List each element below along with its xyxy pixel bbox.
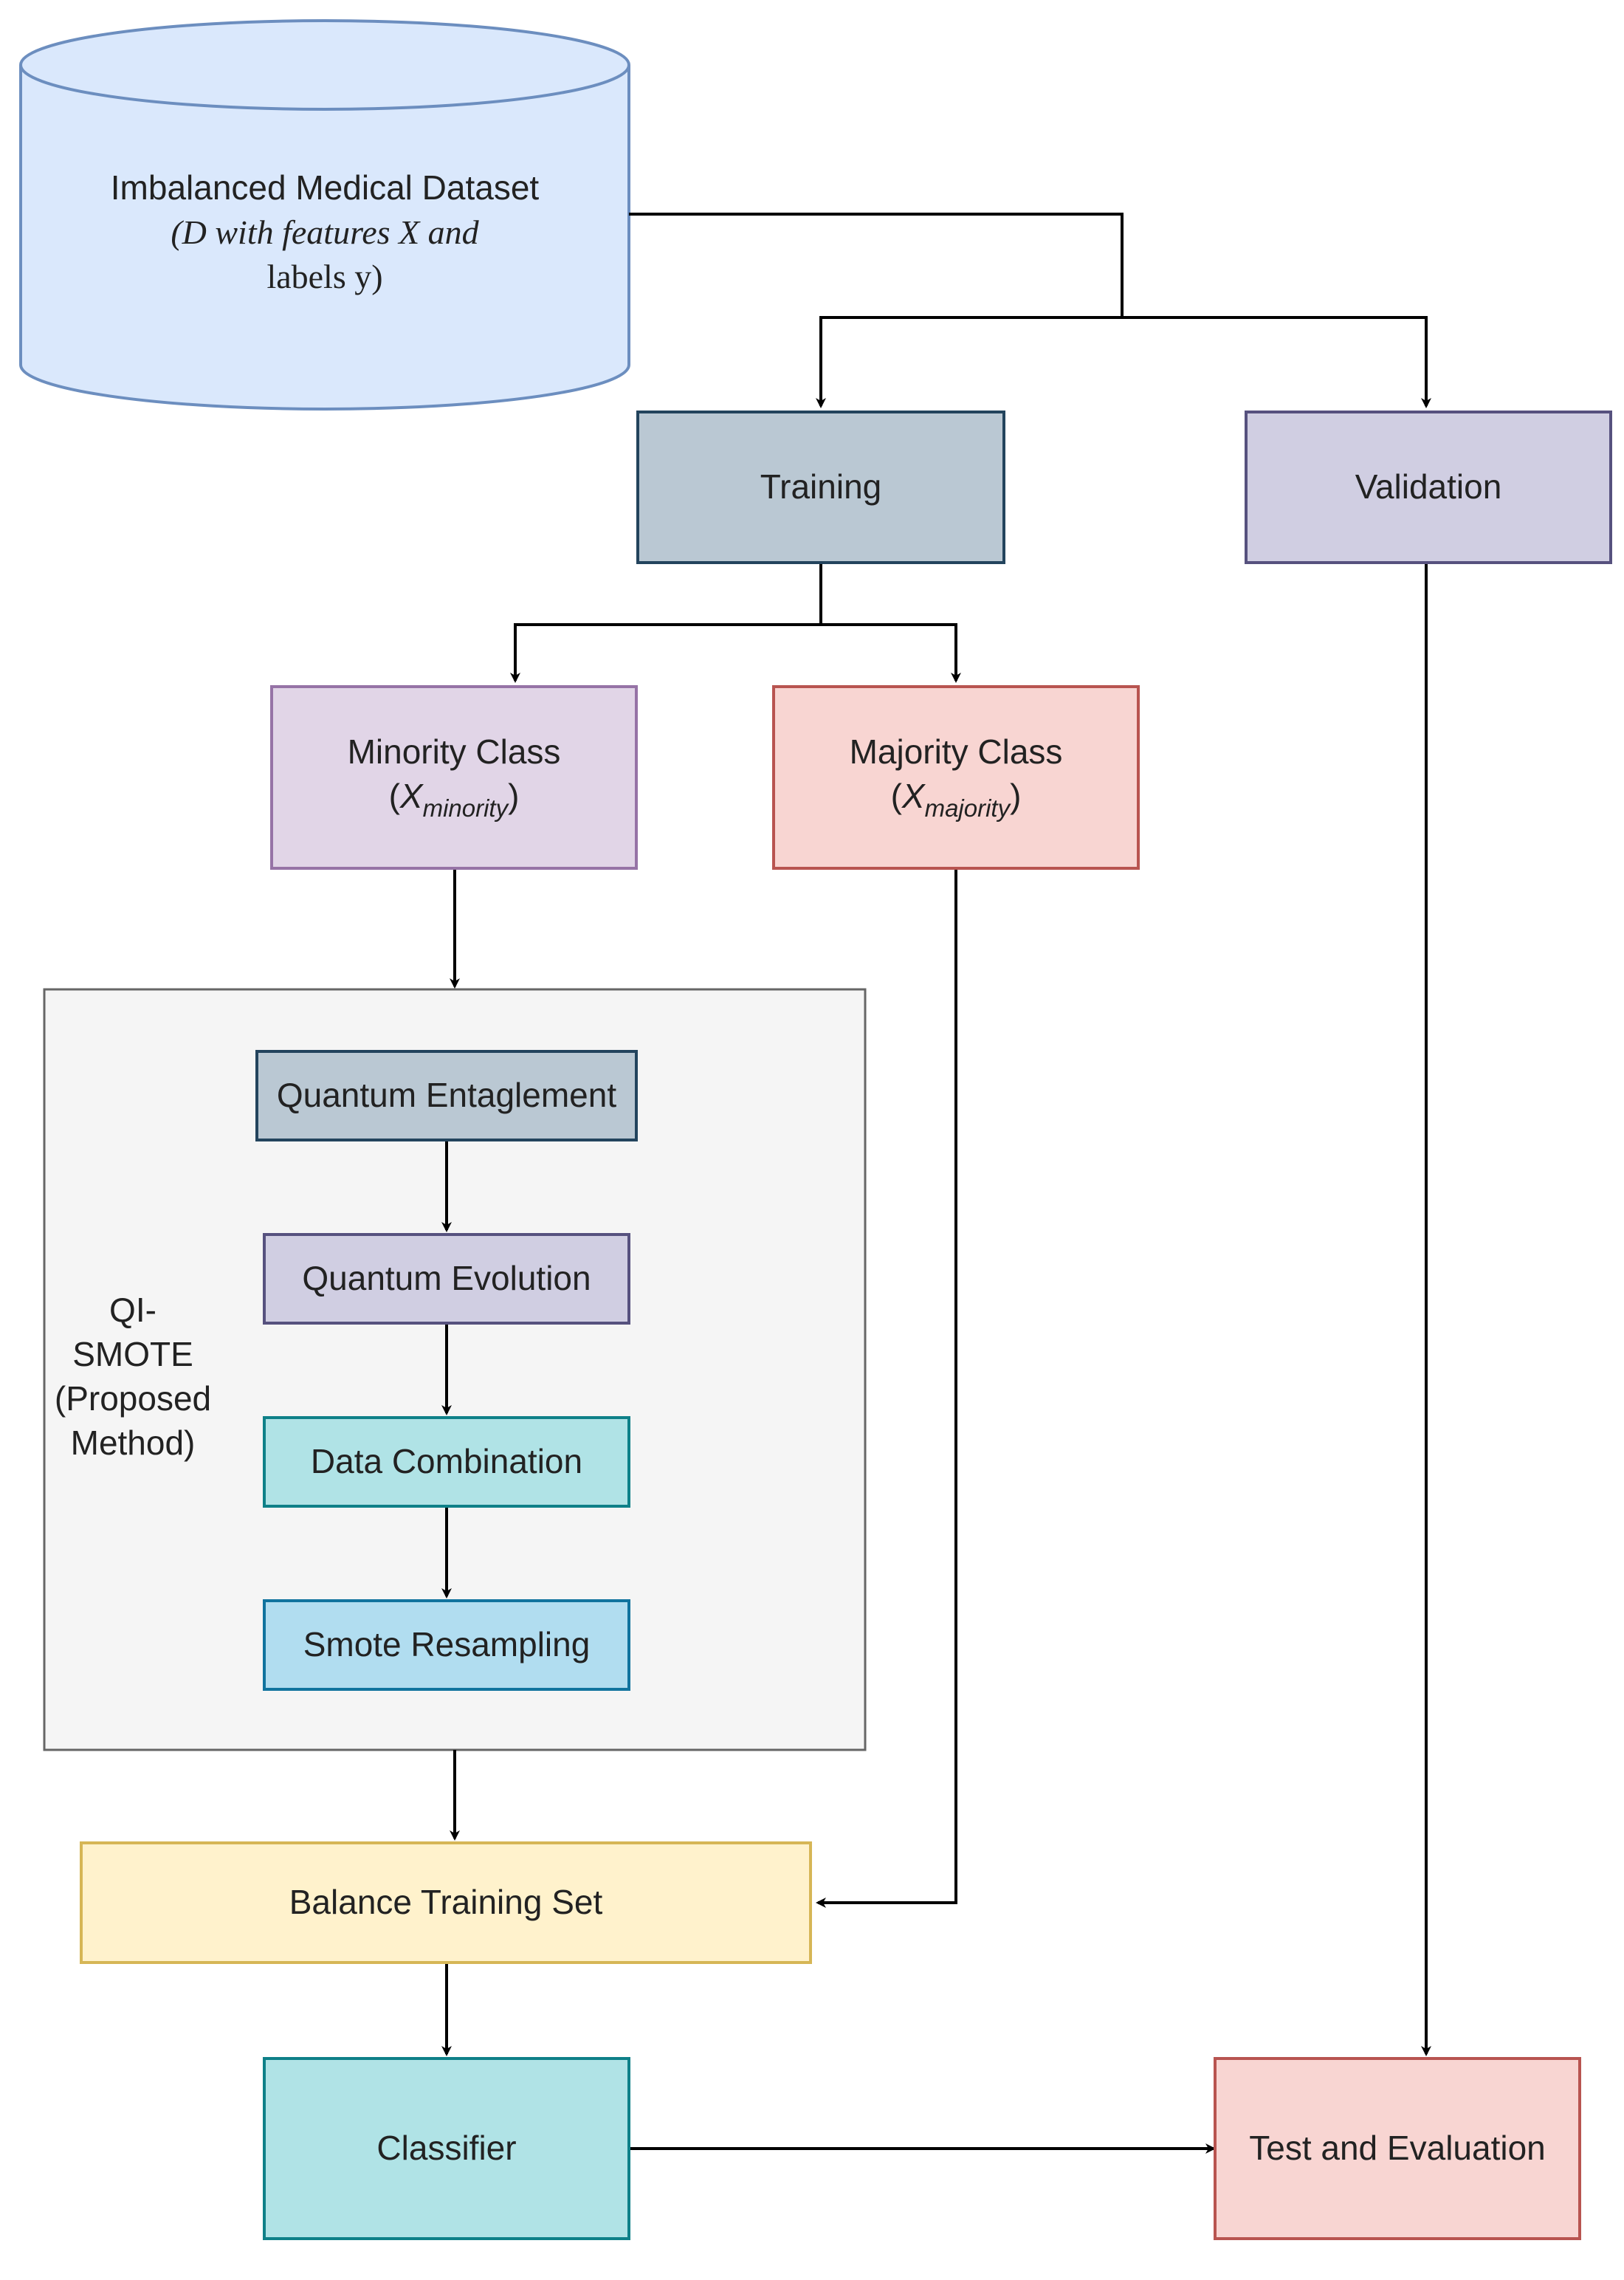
balance-training-set-label: Balance Training Set — [289, 1883, 603, 1922]
qismote-label-line: Method) — [70, 1423, 196, 1462]
classifier-label: Classifier — [376, 2129, 517, 2168]
dataset-node: Imbalanced Medical Dataset (D with featu… — [21, 118, 629, 347]
test-evaluation-label: Test and Evaluation — [1249, 2129, 1546, 2168]
quantum-entanglement-label: Quantum Entaglement — [276, 1076, 617, 1115]
validation-label: Validation — [1355, 467, 1502, 507]
minority-class-title: Minority Class — [347, 732, 561, 772]
dataset-cylinder — [19, 19, 630, 411]
minority-subscript: minority — [422, 794, 509, 822]
minority-class-variable: (Xminority) — [388, 776, 520, 822]
minority-class-node: Minority Class (Xminority) — [270, 685, 638, 870]
majority-class-node: Majority Class (Xmajority) — [772, 685, 1140, 870]
data-combination-label: Data Combination — [310, 1442, 583, 1481]
qismote-label-line: (Proposed — [54, 1379, 212, 1418]
classifier-node: Classifier — [263, 2057, 630, 2240]
data-combination-node: Data Combination — [263, 1416, 630, 1508]
quantum-evolution-label: Quantum Evolution — [302, 1259, 591, 1298]
qismote-label-line: SMOTE — [72, 1335, 193, 1374]
connector-dataset-split — [629, 213, 1124, 317]
quantum-entanglement-node: Quantum Entaglement — [255, 1050, 638, 1141]
majority-subscript: majority — [924, 794, 1011, 822]
qismote-group-label: QI- SMOTE (Proposed Method) — [46, 1270, 220, 1484]
dataset-title: Imbalanced Medical Dataset — [110, 168, 540, 207]
balance-training-set-node: Balance Training Set — [80, 1841, 812, 1964]
majority-class-title: Majority Class — [849, 732, 1063, 772]
arrow-to-minority — [510, 623, 821, 683]
arrow-to-training — [816, 316, 1122, 408]
dataset-cylinder-body — [19, 65, 630, 411]
dataset-cylinder-top — [19, 19, 630, 111]
majority-var: X — [901, 776, 925, 815]
smote-resampling-label: Smote Resampling — [303, 1625, 591, 1664]
dataset-description-cont: labels y) — [266, 257, 383, 295]
arrow-to-validation — [1122, 316, 1431, 408]
arrow-majority-to-balance — [816, 870, 957, 1908]
dataset-description: (D with features X and — [171, 213, 479, 252]
quantum-evolution-node: Quantum Evolution — [263, 1233, 630, 1325]
arrow-to-majority — [821, 623, 961, 683]
test-evaluation-node: Test and Evaluation — [1214, 2057, 1581, 2240]
smote-resampling-node: Smote Resampling — [263, 1599, 630, 1691]
training-label: Training — [760, 467, 882, 507]
validation-node: Validation — [1245, 411, 1612, 564]
majority-class-variable: (Xmajority) — [890, 776, 1022, 822]
minority-var: X — [399, 776, 423, 815]
qismote-label-line: QI- — [109, 1291, 156, 1330]
training-node: Training — [636, 411, 1005, 564]
